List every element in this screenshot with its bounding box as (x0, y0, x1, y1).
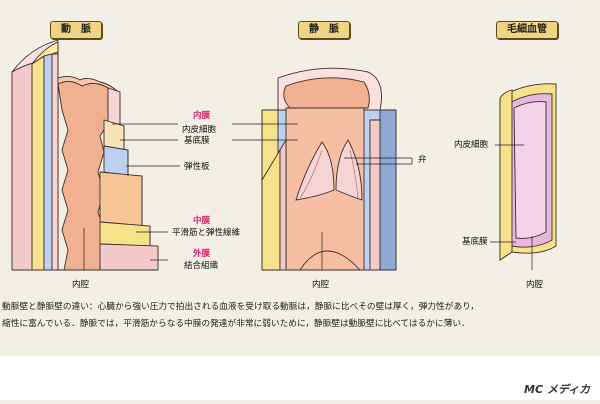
vein-lumen-label: 内腔 (312, 280, 330, 290)
capillary-lumen-label: 内腔 (526, 280, 544, 290)
vein-valve-label: 弁 (418, 155, 427, 165)
capillary-lumen (513, 101, 547, 239)
artery-header: 動 脈 (50, 21, 102, 39)
artery-adventitia-label: 外膜 (193, 249, 211, 259)
artery-smooth-muscle-label: 平滑筋と弾性線維 (172, 228, 241, 238)
artery-intima-label: 内膜 (193, 111, 211, 121)
capillary-illustration (499, 83, 557, 261)
artery-basement-label: 基底膜 (184, 136, 210, 146)
caption: 動脈壁と静脈壁の違い：心臓から強い圧力で拍出される血液を受け取る動脈は，静脈に比… (2, 299, 598, 333)
artery-elastic-layer (103, 145, 129, 177)
capillary-header: 毛細血管 (496, 21, 558, 39)
caption-line-2: 縮性に富んでいる．静脈では，平滑筋からなる中膜の発達が非常に弱いために，静脈壁は… (2, 319, 470, 329)
footer-band (0, 356, 600, 400)
caption-line-1: 動脈壁と静脈壁の違い：心臓から強い圧力で拍出される血液を受け取る動脈は，静脈に比… (2, 302, 479, 312)
vein-header: 静 脈 (298, 21, 350, 39)
artery-illustration (11, 39, 159, 271)
artery-elastic-label: 弾性板 (184, 162, 210, 172)
artery-lumen-label: 内腔 (72, 280, 90, 290)
vein-illustration (261, 67, 397, 271)
artery-intima-layer (103, 119, 125, 151)
capillary-endothelial-label: 内皮細胞 (454, 140, 489, 150)
capillary-basement-label: 基底膜 (462, 237, 488, 247)
artery-endothelial-label: 内皮細胞 (182, 125, 217, 135)
artery-media-layer (99, 171, 143, 227)
artery-adventitia-layer (99, 243, 159, 271)
publisher-logo: MC メディカ (524, 383, 591, 396)
vein-valve (295, 141, 335, 201)
artery-media-label: 中膜 (193, 216, 211, 226)
leader-lines (83, 123, 533, 270)
artery-connective-label: 結合組織 (184, 261, 219, 271)
artery-yellow-band (31, 55, 45, 271)
